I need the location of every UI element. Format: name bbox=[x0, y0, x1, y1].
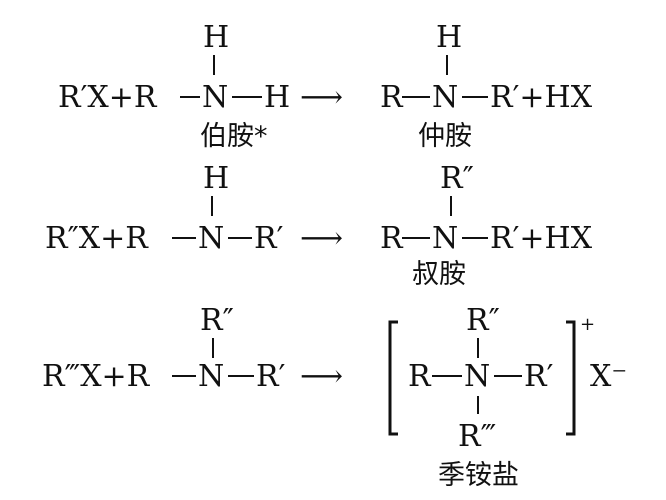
r3-charge: + bbox=[580, 314, 595, 335]
r1-arrow: ⟶ bbox=[300, 80, 343, 115]
r2-prod-top: R″ bbox=[440, 161, 474, 196]
r1-reactant-name: 伯胺* bbox=[200, 121, 268, 152]
r3-arrow: ⟶ bbox=[300, 359, 343, 394]
r2-arrow: ⟶ bbox=[300, 221, 343, 256]
r2-amine-right: R′ bbox=[254, 221, 284, 256]
reaction-2: R″X+R N H R′ ⟶ R N R″ R′+HX 叔胺 bbox=[45, 161, 593, 290]
r1-amine-top: H bbox=[203, 20, 229, 55]
r3-reagent: R‴X+R bbox=[42, 359, 151, 394]
r1-prod-left: R bbox=[380, 80, 404, 115]
r2-amine-n: N bbox=[198, 221, 224, 256]
r3-prod-n: N bbox=[464, 359, 490, 394]
r3-amine-right: R′ bbox=[256, 359, 286, 394]
r2-prod-n: N bbox=[432, 221, 458, 256]
r2-reagent: R″X+R bbox=[45, 221, 149, 256]
r1-prod-top: H bbox=[436, 20, 462, 55]
reaction-1: R′X+R N H H ⟶ R N H R′+HX 伯胺* 仲胺 bbox=[58, 20, 593, 152]
left-bracket bbox=[388, 320, 398, 436]
r1-prod-n: N bbox=[432, 80, 458, 115]
right-bracket bbox=[566, 320, 576, 436]
r1-reagent: R′X+R bbox=[58, 80, 158, 115]
r2-prod-left: R bbox=[380, 221, 404, 256]
r1-amine-right: H bbox=[264, 80, 290, 115]
r3-prod-bottom: R‴ bbox=[458, 419, 496, 454]
reaction-3: R‴X+R N R″ R′ ⟶ R N R″ R′ R‴ + X⁻ 季铵盐 bbox=[42, 303, 627, 491]
r2-amine-top: H bbox=[203, 161, 229, 196]
r2-product-name: 叔胺 bbox=[412, 259, 466, 290]
r1-prod-right: R′+HX bbox=[490, 80, 593, 115]
r1-amine-n: N bbox=[202, 80, 228, 115]
r3-prod-left: R bbox=[408, 359, 432, 394]
r2-prod-right: R′+HX bbox=[490, 221, 593, 256]
r3-prod-right: R′ bbox=[524, 359, 554, 394]
r1-product-name: 仲胺 bbox=[418, 121, 472, 152]
r3-product-name: 季铵盐 bbox=[438, 460, 519, 491]
r3-prod-top: R″ bbox=[466, 303, 500, 338]
r3-counter-ion: X⁻ bbox=[590, 359, 627, 394]
r3-amine-n: N bbox=[198, 359, 224, 394]
r3-amine-top: R″ bbox=[200, 303, 234, 338]
